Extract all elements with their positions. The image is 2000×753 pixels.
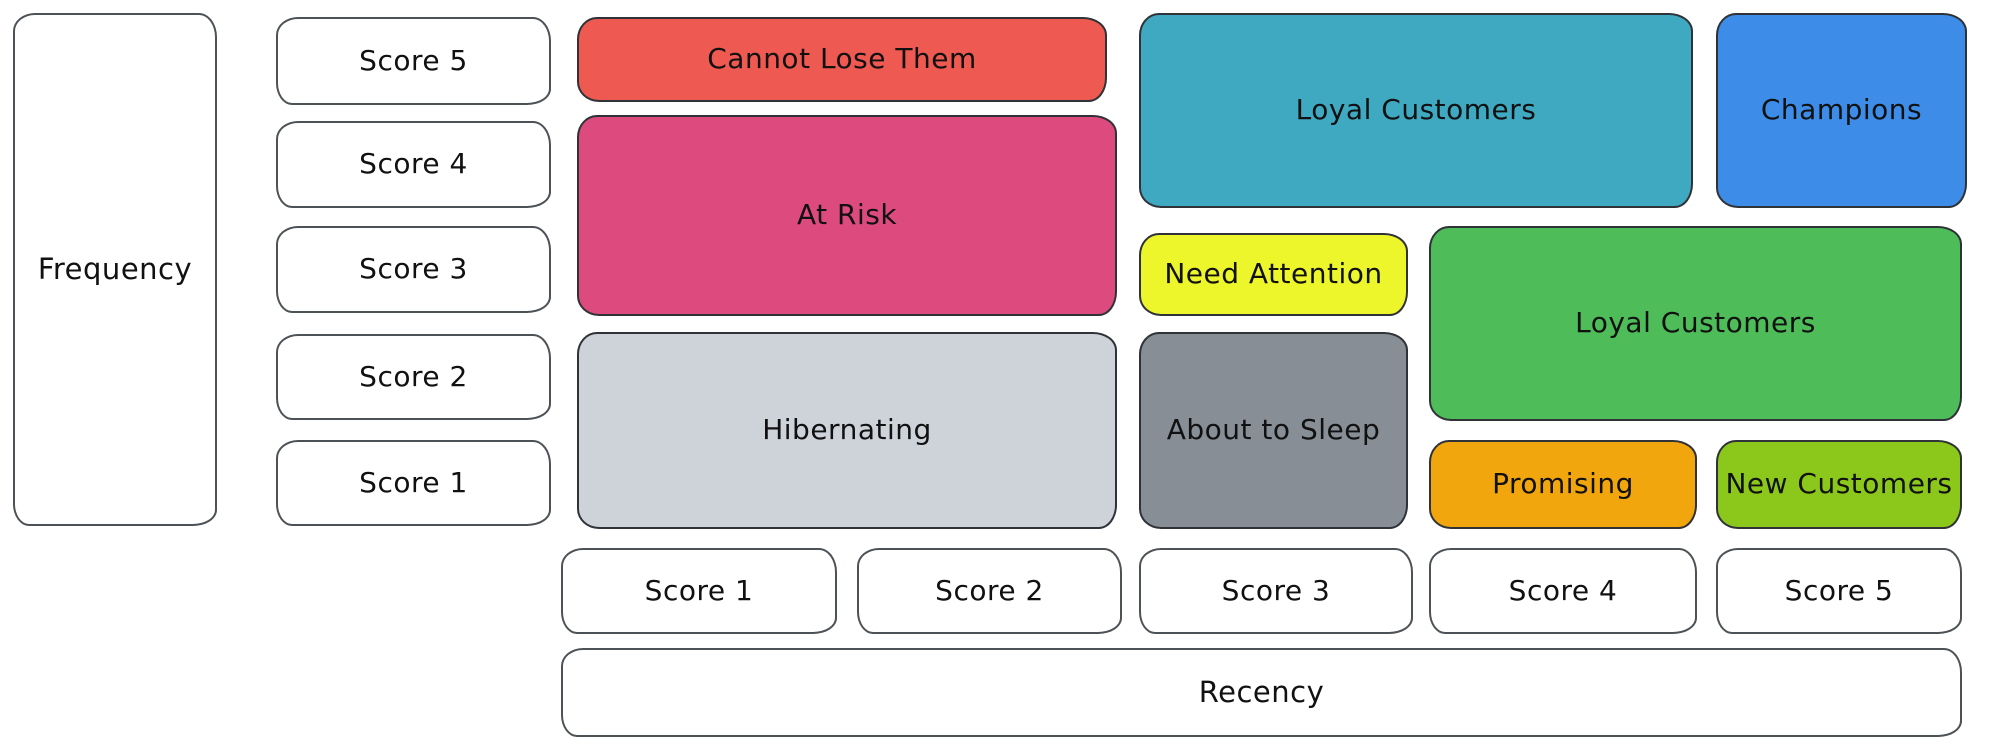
- frequency-axis-label: Frequency: [13, 13, 217, 526]
- frequency-score-1: Score 1: [276, 440, 551, 526]
- segment-at-risk: At Risk: [577, 115, 1117, 316]
- recency-score-3: Score 3: [1139, 548, 1413, 634]
- segment-promising: Promising: [1429, 440, 1697, 529]
- segment-new-customers: New Customers: [1716, 440, 1962, 529]
- segment-champions: Champions: [1716, 13, 1967, 208]
- recency-score-2: Score 2: [857, 548, 1122, 634]
- segment-need-attention: Need Attention: [1139, 233, 1408, 316]
- frequency-score-4: Score 4: [276, 121, 551, 208]
- segment-about-to-sleep: About to Sleep: [1139, 332, 1408, 529]
- segment-loyal-customers-teal: Loyal Customers: [1139, 13, 1693, 208]
- frequency-score-2: Score 2: [276, 334, 551, 420]
- segment-loyal-customers-green: Loyal Customers: [1429, 226, 1962, 421]
- segment-cannot-lose-them: Cannot Lose Them: [577, 17, 1107, 102]
- recency-score-5: Score 5: [1716, 548, 1962, 634]
- recency-axis-label: Recency: [561, 648, 1962, 737]
- frequency-score-3: Score 3: [276, 226, 551, 313]
- frequency-score-5: Score 5: [276, 17, 551, 105]
- segment-hibernating: Hibernating: [577, 332, 1117, 529]
- recency-score-1: Score 1: [561, 548, 837, 634]
- recency-score-4: Score 4: [1429, 548, 1697, 634]
